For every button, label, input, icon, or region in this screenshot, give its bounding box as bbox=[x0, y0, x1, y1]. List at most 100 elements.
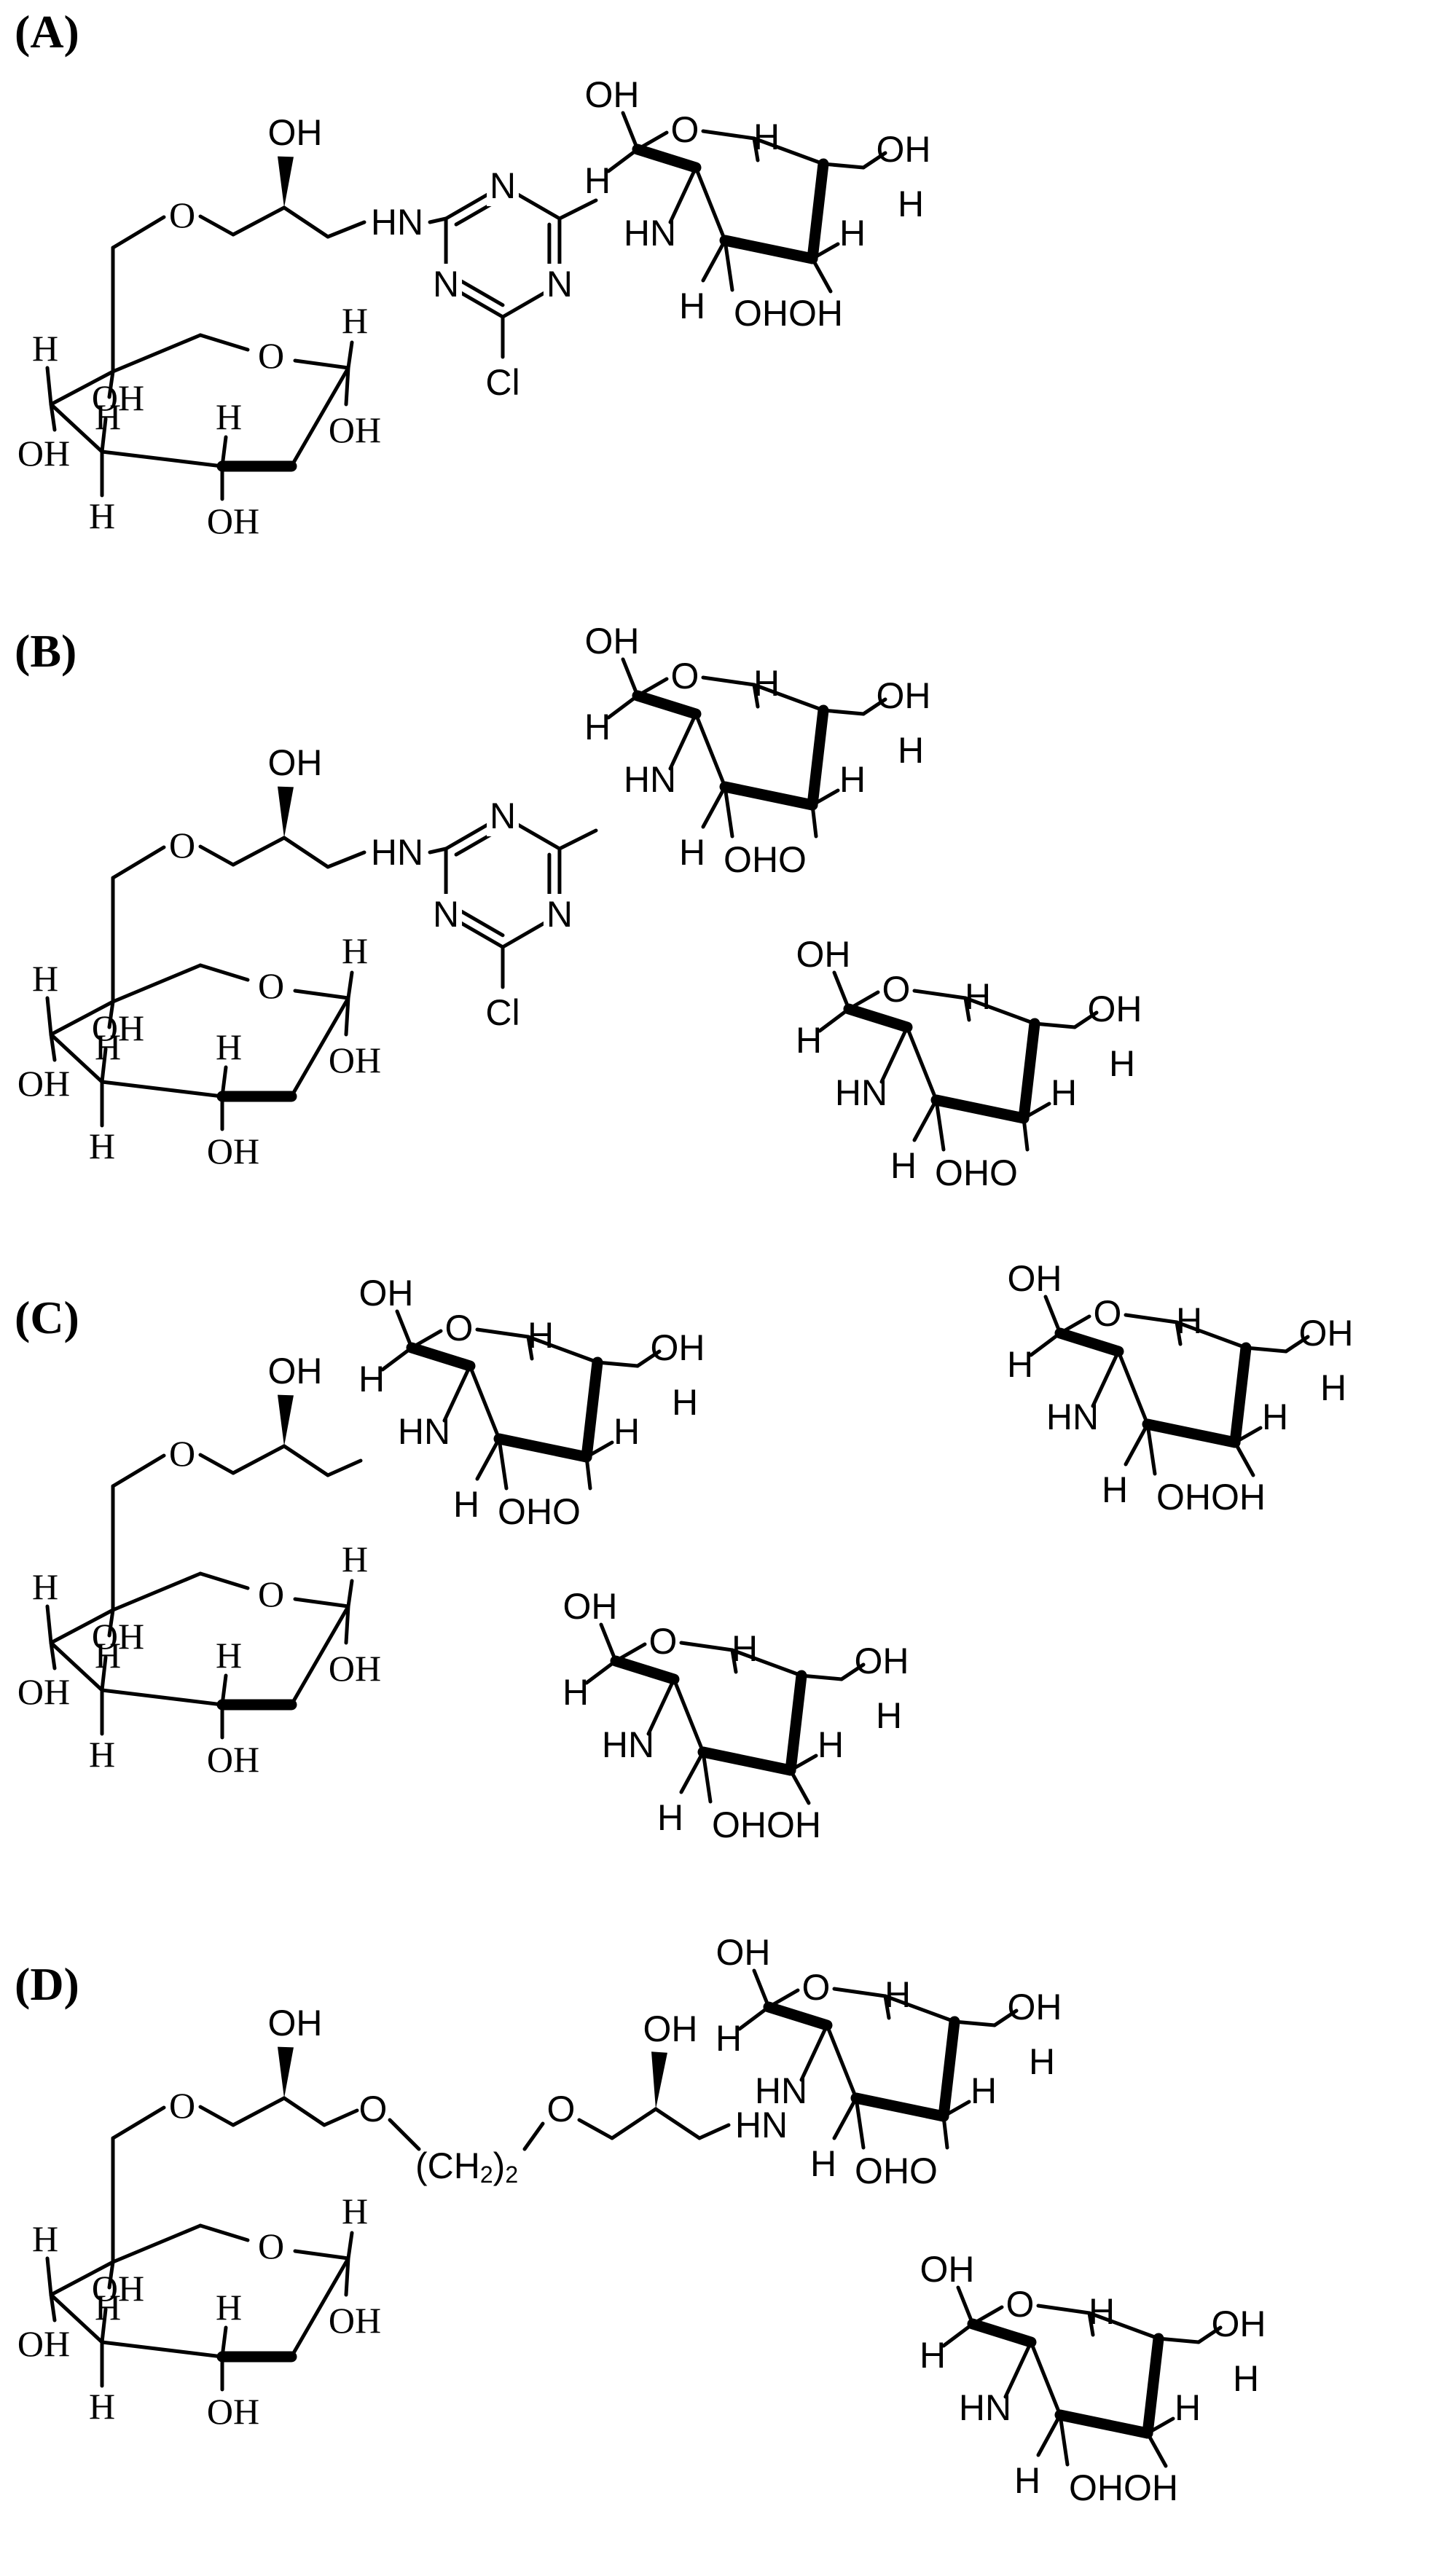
bond-line bbox=[1142, 1418, 1241, 1448]
bond-line bbox=[475, 1327, 530, 1339]
bond-line bbox=[49, 1000, 115, 1037]
bond-line bbox=[938, 2016, 960, 2122]
bond-line bbox=[694, 712, 727, 789]
bond-line bbox=[672, 1677, 705, 1754]
bond-line bbox=[45, 996, 53, 1037]
bond-line bbox=[493, 1433, 592, 1463]
ring-oxygen-label: O bbox=[258, 2226, 284, 2266]
oh-label: OH bbox=[563, 1586, 618, 1627]
bond-line bbox=[111, 2223, 203, 2264]
bond-line bbox=[45, 1604, 53, 1645]
bond-line bbox=[49, 402, 104, 454]
bond-line bbox=[701, 675, 756, 687]
bond-line bbox=[679, 1750, 705, 1794]
h-label: H bbox=[1029, 2041, 1055, 2082]
h-label: H bbox=[1176, 1300, 1202, 1341]
h-label: H bbox=[32, 2218, 58, 2259]
h-label: H bbox=[1102, 1469, 1128, 1510]
oh-label: OH bbox=[877, 675, 931, 716]
h-label: H bbox=[818, 1724, 844, 1765]
bond-line bbox=[1145, 2431, 1168, 2468]
bond-line bbox=[395, 1309, 414, 1350]
oh-label: OH bbox=[359, 1273, 414, 1313]
bond-line bbox=[610, 1655, 680, 1685]
oh-label: OH bbox=[329, 1648, 381, 1689]
bond-line bbox=[1022, 1116, 1030, 1152]
bond-line bbox=[701, 129, 756, 141]
bond-line bbox=[1029, 2340, 1062, 2417]
amine-label: HN bbox=[755, 2070, 807, 2111]
h-label: H bbox=[1320, 1367, 1346, 1408]
h-label: H bbox=[1089, 2291, 1115, 2332]
bond-line bbox=[632, 690, 702, 720]
wedge-bond bbox=[651, 2051, 667, 2109]
bond-line bbox=[785, 1670, 807, 1776]
bond-line bbox=[49, 1032, 104, 1084]
h-label: H bbox=[216, 2287, 242, 2328]
bond-line bbox=[100, 1080, 224, 1099]
chlorine-label: Cl bbox=[485, 992, 520, 1033]
bond-line bbox=[346, 1579, 354, 1609]
bond-line bbox=[100, 417, 108, 454]
bond-line bbox=[821, 708, 866, 716]
oh-glycosidic-label: OHO bbox=[935, 1152, 1018, 1193]
bond-line bbox=[832, 2096, 858, 2140]
bond-line bbox=[49, 1641, 57, 1670]
bond-line bbox=[606, 694, 640, 720]
ring-oxygen-label: O bbox=[671, 109, 699, 150]
bond-line bbox=[854, 2096, 866, 2150]
oh-label: OH bbox=[17, 1063, 70, 1104]
bond-line bbox=[289, 2256, 350, 2359]
bond-line bbox=[752, 136, 760, 162]
bond-line bbox=[723, 238, 734, 292]
bond-line bbox=[843, 1003, 913, 1033]
bond-line bbox=[475, 1437, 501, 1481]
oh-label: OH bbox=[92, 1008, 144, 1048]
bond-line bbox=[1229, 1342, 1252, 1448]
panel-label: (A) bbox=[15, 6, 79, 58]
bond-line bbox=[584, 1659, 618, 1685]
h-label: H bbox=[898, 730, 924, 771]
oh-pair-label: OHOH bbox=[1069, 2467, 1178, 2508]
bond-line bbox=[807, 704, 829, 811]
bond-line bbox=[497, 1437, 509, 1491]
bond-line bbox=[111, 215, 166, 250]
ring-oxygen-label: O bbox=[1006, 2284, 1035, 2325]
bond-line bbox=[861, 151, 887, 170]
ether-oxygen-label: O bbox=[169, 1433, 195, 1474]
ring-oxygen-label: O bbox=[258, 965, 284, 1006]
bond-line bbox=[406, 1342, 476, 1372]
ring-oxygen-label: O bbox=[671, 656, 699, 696]
triazine-nitrogen-label: N bbox=[433, 894, 459, 935]
oh-label: OH bbox=[207, 2391, 259, 2432]
bond-line bbox=[220, 435, 228, 468]
bond-line bbox=[49, 1608, 115, 1645]
bond-line bbox=[1145, 1422, 1157, 1476]
bond-line bbox=[719, 781, 818, 811]
bond-line bbox=[198, 1571, 250, 1590]
h-label: H bbox=[89, 2386, 115, 2427]
bond-line bbox=[220, 1673, 228, 1707]
bond-line bbox=[49, 1641, 104, 1692]
h-label: H bbox=[216, 1635, 242, 1676]
bond-line bbox=[293, 1597, 350, 1609]
bond-line bbox=[807, 158, 829, 264]
bond-line bbox=[282, 836, 330, 869]
bond-line bbox=[883, 1994, 957, 2024]
h-label: H bbox=[89, 1734, 115, 1775]
bond-line bbox=[723, 785, 734, 839]
bond-line bbox=[198, 2105, 235, 2127]
triazine-nitrogen-label: N bbox=[433, 264, 459, 305]
h-label: H bbox=[1109, 1043, 1135, 1084]
bond-line bbox=[198, 333, 250, 352]
h-label: H bbox=[89, 1126, 115, 1166]
bond-line bbox=[107, 2260, 115, 2290]
atom-mask bbox=[487, 796, 519, 836]
bond-line bbox=[912, 1098, 938, 1142]
